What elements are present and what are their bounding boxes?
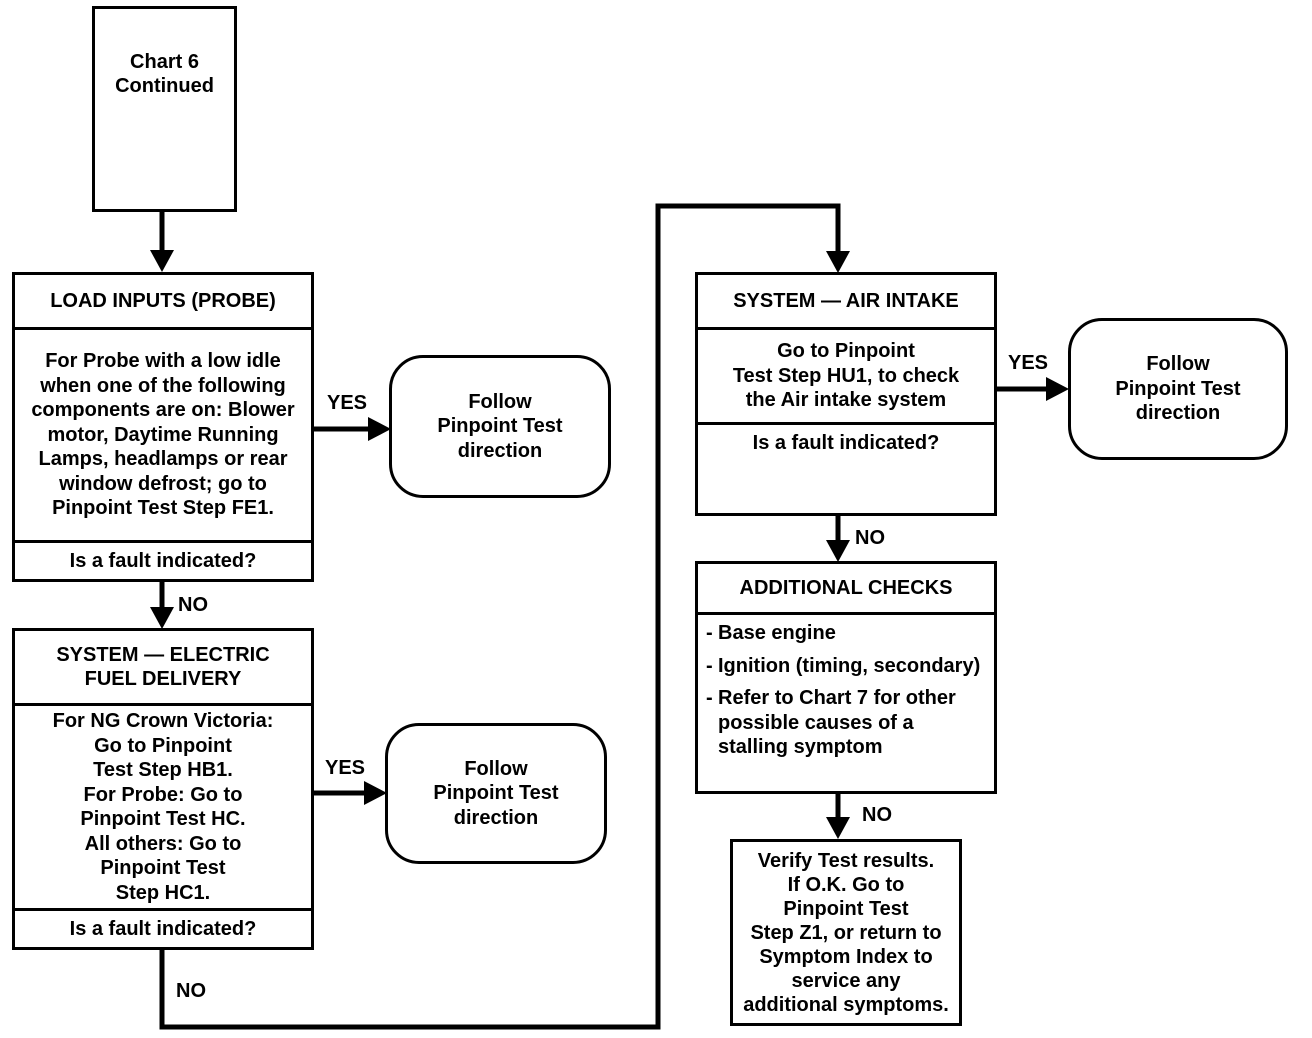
body-line: Test Step HU1, to check (732, 364, 960, 387)
body-line: the Air intake system (745, 389, 947, 412)
others-text: Go to (183, 832, 242, 855)
body-line: Test Step HB1. (93, 759, 233, 781)
verify-line: service any (791, 969, 901, 992)
body-line: Pinpoint Test HC. (80, 808, 246, 830)
load-inputs-box: LOAD INPUTS (PROBE) For Probe with a low… (12, 272, 314, 582)
start-line: Chart 6 (130, 50, 199, 73)
body-line: Lamps, headlamps or rear (38, 448, 288, 471)
load-inputs-title: LOAD INPUTS (PROBE) (50, 289, 276, 312)
others-label: All others: (84, 832, 184, 855)
air-intake-title: SYSTEM — AIR INTAKE (733, 289, 959, 312)
air-intake-box: SYSTEM — AIR INTAKE Go to Pinpoint Test … (695, 272, 997, 516)
body-line: when one of the following (40, 374, 286, 397)
chart-6-continued-box: Chart 6 Continued (92, 6, 237, 212)
probe-text: Go to (184, 783, 243, 806)
no-label: NO (178, 594, 208, 616)
air-intake-body: Go to Pinpoint Test Step HU1, to check t… (698, 327, 994, 422)
arrowhead-down (150, 607, 174, 629)
verify-line: Verify Test results. (757, 849, 935, 872)
probe-line: For Probe: Go to (15, 783, 311, 808)
yes-label: YES (325, 757, 366, 779)
verify-line: If O.K. Go to (787, 873, 905, 896)
body-line: motor, Daytime Running (47, 423, 279, 446)
arrowhead-right (364, 781, 387, 805)
load-inputs-question: Is a fault indicated? (15, 540, 311, 579)
check-item: - Ignition (timing, secondary) (706, 654, 981, 677)
arrowhead-down (150, 250, 174, 272)
ng-label: For NG Crown Victoria: (52, 710, 274, 732)
verify-line: Step Z1, or return to (750, 921, 942, 944)
body-line: components are on: Blower (31, 399, 295, 422)
follow-pinpoint-box: Follow Pinpoint Test direction (1068, 318, 1288, 460)
verify-line: Pinpoint Test (783, 897, 909, 920)
connector-fuel-to-air (159, 203, 841, 1030)
air-intake-question: Is a fault indicated? (698, 422, 994, 513)
load-inputs-body: For Probe with a low idle when one of th… (15, 327, 311, 540)
additional-checks-list: - Base engine - Ignition (timing, second… (698, 612, 994, 791)
body-line: window defrost; go to (59, 472, 267, 495)
fuel-delivery-question: Is a fault indicated? (15, 908, 311, 947)
verify-line: additional symptoms. (743, 993, 949, 1016)
arrowhead-right (368, 417, 391, 441)
follow-pinpoint-box: Follow Pinpoint Test direction (385, 723, 607, 864)
arrowhead-right (1046, 377, 1069, 401)
fuel-delivery-box: SYSTEM — ELECTRIC FUEL DELIVERY For NG C… (12, 628, 314, 950)
arrowhead-down (826, 540, 850, 562)
follow-pinpoint-box: Follow Pinpoint Test direction (389, 355, 611, 498)
body-line: Go to Pinpoint (777, 340, 915, 363)
verify-results-box: Verify Test results. If O.K. Go to Pinpo… (730, 839, 962, 1026)
body-line: Go to Pinpoint (94, 734, 232, 757)
body-line: Pinpoint Test (100, 857, 226, 879)
arrowhead-down (826, 251, 850, 273)
check-item: - Base engine (706, 622, 836, 644)
yes-label: YES (1008, 352, 1049, 374)
body-line: For Probe with a low idle (45, 350, 281, 373)
fuel-delivery-title: SYSTEM — ELECTRIC FUEL DELIVERY (56, 643, 270, 691)
no-label: NO (855, 527, 885, 549)
fuel-delivery-body: For NG Crown Victoria: Go to Pinpoint Te… (15, 703, 311, 908)
probe-label: For Probe: (83, 783, 185, 806)
check-item: - Refer to Chart 7 for other possible ca… (706, 687, 956, 758)
start-line: Continued (115, 75, 214, 97)
others-line: All others: Go to (15, 832, 311, 857)
verify-line: Symptom Index to (759, 945, 933, 968)
yes-label: YES (327, 392, 368, 414)
additional-checks-title: ADDITIONAL CHECKS (739, 576, 953, 599)
body-line: Step HC1. (115, 881, 211, 904)
additional-checks-box: ADDITIONAL CHECKS - Base engine - Igniti… (695, 561, 997, 794)
body-line: Pinpoint Test Step FE1. (52, 497, 274, 520)
arrowhead-down (826, 817, 850, 839)
no-label: NO (176, 980, 206, 1002)
no-label: NO (862, 804, 892, 826)
